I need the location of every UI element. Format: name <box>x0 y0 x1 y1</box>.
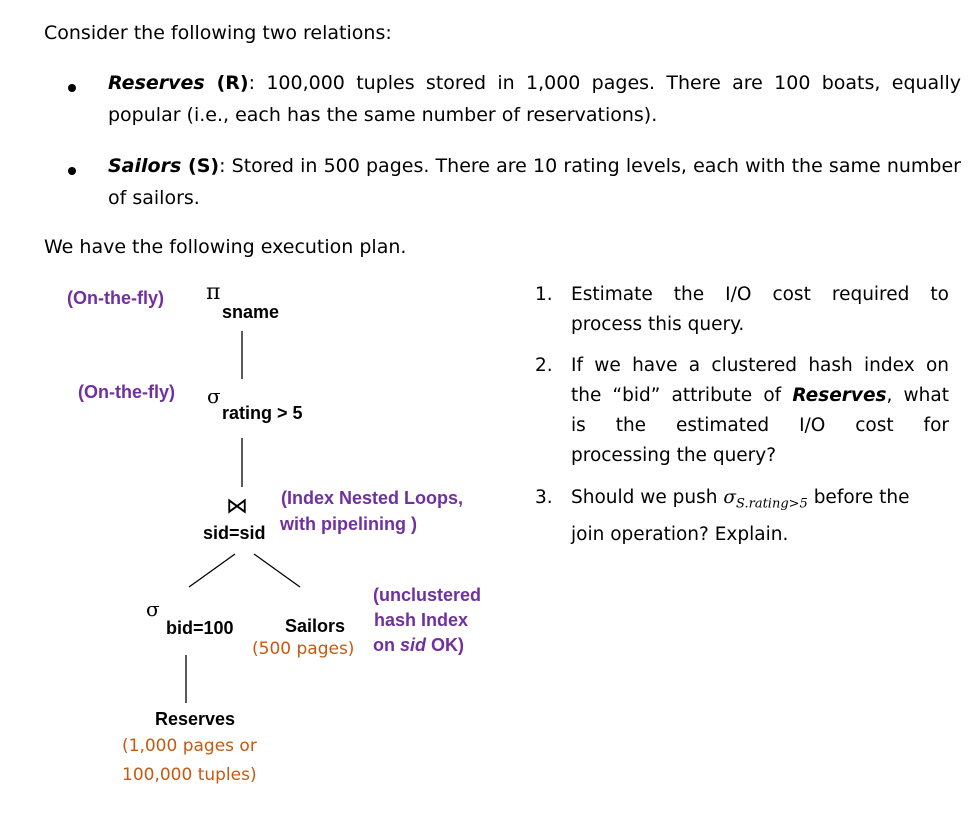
question-number: 2. <box>535 355 553 376</box>
select-rating-subscript: rating > 5 <box>222 403 303 423</box>
relation-sailors-line2: of sailors. <box>108 187 200 209</box>
sailors-index-line2: hash Index <box>374 610 469 630</box>
question-2: If we have a clustered hash index on the… <box>571 355 949 466</box>
relation-name: Reserves <box>108 72 205 94</box>
edge-join-right <box>253 553 301 588</box>
join-icon: ⋈ <box>226 494 248 519</box>
join-method-line2: with pipelining ) <box>280 514 417 534</box>
relation-sailors: Sailors (S): Stored in 500 pages. There … <box>108 150 961 214</box>
question-number: 3. <box>535 487 553 508</box>
sailors-index-line1: (unclustered <box>373 585 482 605</box>
reserves-size-line1: (1,000 pages or <box>122 736 257 756</box>
plan-intro-text: We have the following execution plan. <box>44 236 407 258</box>
relation-reserves-line2: popular (i.e., each has the same number … <box>108 104 658 126</box>
select-rating-mode-label: (On-the-fly) <box>78 382 175 402</box>
bullet-icon <box>68 167 76 175</box>
sailors-pages: (500 pages) <box>252 639 355 659</box>
sailors-index-line3: on sid OK) <box>373 635 465 655</box>
relation-reserves: Reserves (R): 100,000 tuples stored in 1… <box>108 67 961 131</box>
selection-icon: σ <box>723 487 737 508</box>
question-3: Should we push σS.rating>5 before the jo… <box>571 487 910 545</box>
join-subscript: sid=sid <box>203 523 266 543</box>
join-method-line1: (Index Nested Loops, <box>281 488 464 508</box>
relation-sailors-line1: Sailors (S): Stored in 500 pages. There … <box>108 155 961 177</box>
intro-text: Consider the following two relations: <box>44 22 392 44</box>
sailors-label: Sailors <box>285 616 346 636</box>
project-subscript: sname <box>222 302 280 322</box>
edge-join-left <box>188 553 236 588</box>
select-bid-subscript: bid=100 <box>166 618 234 638</box>
bullet-icon <box>68 84 76 92</box>
question-1: Estimate the I/O cost required to proces… <box>571 284 949 335</box>
selection-icon: σ <box>146 597 160 621</box>
question-number: 1. <box>535 284 553 305</box>
selection-icon: σ <box>207 384 221 408</box>
reserves-size-line2: 100,000 tuples) <box>122 765 257 785</box>
relation-name: Sailors <box>108 155 182 177</box>
project-mode-label: (On-the-fly) <box>67 288 164 308</box>
projection-icon: π <box>206 280 221 305</box>
relation-reserves-line1: Reserves (R): 100,000 tuples stored in 1… <box>108 72 961 94</box>
reserves-label: Reserves <box>155 709 236 729</box>
